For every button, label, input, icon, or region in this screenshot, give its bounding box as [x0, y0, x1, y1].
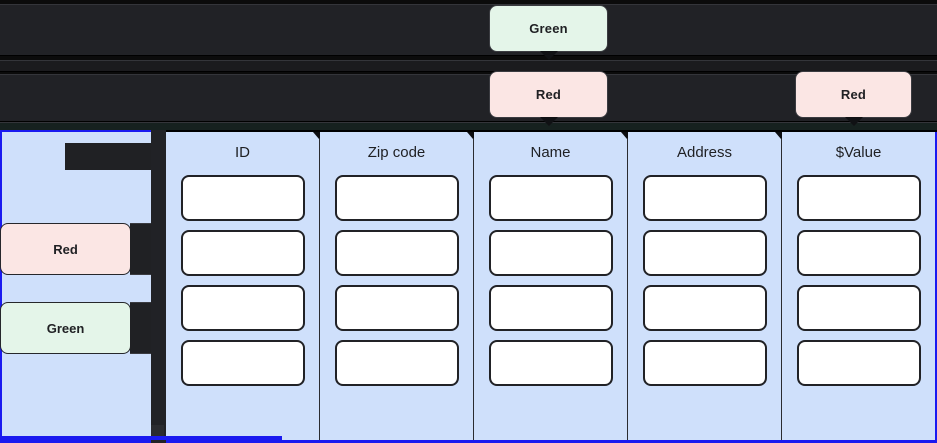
side-panel-gap — [65, 143, 155, 170]
callout-label: Red — [53, 241, 78, 257]
column-header: $Value — [835, 144, 882, 161]
callout-label: Green — [46, 320, 85, 336]
table-cell-input[interactable] — [334, 230, 459, 276]
callout-badge-red-right[interactable]: Red — [795, 71, 912, 126]
vertical-scrollbar[interactable] — [151, 130, 166, 443]
table-cell-input[interactable] — [642, 285, 767, 331]
column-header: Zip code — [367, 144, 426, 161]
bottom-accent-line — [0, 436, 282, 440]
callout-badge-green-side[interactable]: Green — [0, 302, 154, 354]
callout-badge-red-center[interactable]: Red — [489, 71, 608, 126]
callout-badge-red-side[interactable]: Red — [0, 223, 154, 275]
callout-label: Green — [529, 21, 568, 36]
table-cell-input[interactable] — [488, 175, 613, 221]
table-column-id: ID — [166, 132, 325, 440]
callout-pointer-right-icon — [130, 302, 154, 354]
table-column-value: $Value — [782, 132, 937, 440]
table-cell-input[interactable] — [796, 285, 921, 331]
callout-label: Red — [535, 87, 562, 102]
dark-band-3 — [0, 74, 937, 122]
table-cell-input[interactable] — [796, 340, 921, 386]
dark-band-1 — [0, 4, 937, 56]
table-cell-input[interactable] — [334, 340, 459, 386]
column-header: Name — [530, 144, 571, 161]
vertical-scrollbar-nub[interactable] — [151, 425, 164, 437]
table-cell-input[interactable] — [180, 340, 305, 386]
table-cell-input[interactable] — [488, 230, 613, 276]
table-column-address: Address — [628, 132, 787, 440]
table-cell-input[interactable] — [180, 175, 305, 221]
table-cell-input[interactable] — [796, 175, 921, 221]
dark-band-2 — [0, 60, 937, 72]
table-cell-input[interactable] — [180, 230, 305, 276]
table-column-zip-code: Zip code — [320, 132, 479, 440]
table-cell-input[interactable] — [796, 230, 921, 276]
table-cell-input[interactable] — [488, 285, 613, 331]
table-cell-input[interactable] — [334, 175, 459, 221]
table-column-name: Name — [474, 132, 633, 440]
column-header: Address — [676, 144, 733, 161]
table-cell-input[interactable] — [642, 175, 767, 221]
column-header: ID — [235, 144, 250, 161]
table-cell-input[interactable] — [180, 285, 305, 331]
table-cell-input[interactable] — [334, 285, 459, 331]
dark-band-4 — [0, 122, 937, 130]
table-cell-input[interactable] — [488, 340, 613, 386]
data-table: ID Zip code Name Address — [166, 130, 937, 443]
table-cell-input[interactable] — [642, 340, 767, 386]
left-side-panel: Red Green — [0, 130, 154, 443]
callout-badge-green-top[interactable]: Green — [489, 5, 608, 60]
callout-pointer-right-icon — [130, 223, 154, 275]
top-dark-region — [0, 0, 937, 130]
table-cell-input[interactable] — [642, 230, 767, 276]
callout-label: Red — [840, 87, 867, 102]
